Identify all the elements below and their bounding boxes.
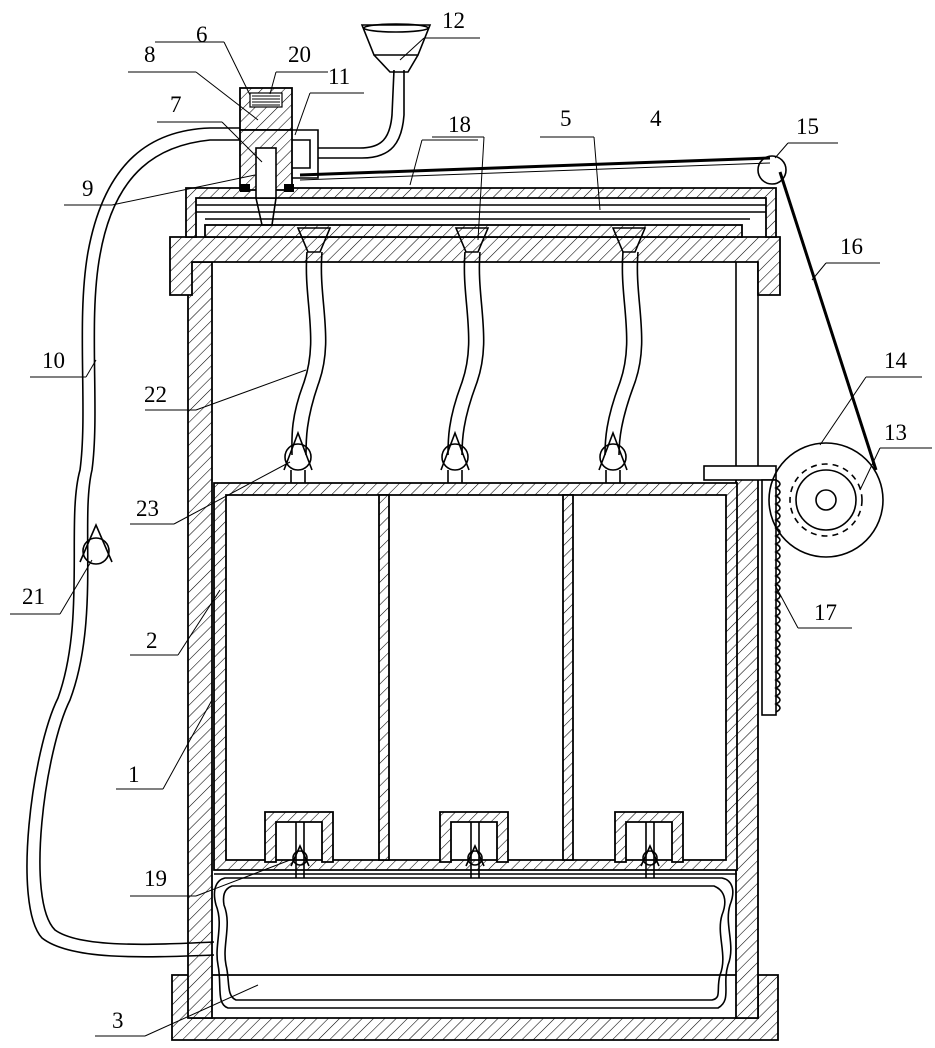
upper-valves <box>284 433 627 488</box>
label-19: 19 <box>144 866 167 891</box>
label-17: 17 <box>814 600 837 625</box>
label-23: 23 <box>136 496 159 521</box>
label-13: 13 <box>884 420 907 445</box>
label-12: 12 <box>442 8 465 33</box>
divider-2 <box>563 495 573 860</box>
label-8: 8 <box>144 42 156 67</box>
top-plate <box>170 237 780 295</box>
outer-casing-right-wall <box>736 478 758 1018</box>
divider-1 <box>379 495 389 860</box>
hose-valve <box>80 525 112 564</box>
label-5: 5 <box>560 106 572 131</box>
label-6: 6 <box>196 22 208 47</box>
label-22: 22 <box>144 382 167 407</box>
label-7: 7 <box>170 92 182 117</box>
label-4: 4 <box>650 106 662 131</box>
label-15: 15 <box>796 114 819 139</box>
label-1: 1 <box>128 762 140 787</box>
lower-bag-inner <box>223 886 724 1000</box>
label-21: 21 <box>22 584 45 609</box>
slide-plate <box>205 225 742 237</box>
outer-casing <box>188 262 212 1018</box>
label-2: 2 <box>146 628 158 653</box>
feed-funnel <box>362 24 430 72</box>
label-20: 20 <box>288 42 311 67</box>
label-18: 18 <box>448 112 471 137</box>
label-16: 16 <box>840 234 863 259</box>
rope-pulley <box>300 156 876 470</box>
label-14: 14 <box>884 348 908 373</box>
label-3: 3 <box>112 1008 124 1033</box>
label-11: 11 <box>328 64 350 89</box>
label-9: 9 <box>82 176 94 201</box>
label-10: 10 <box>42 348 65 373</box>
drive-gear <box>769 443 883 557</box>
lower-bag <box>214 878 732 1008</box>
